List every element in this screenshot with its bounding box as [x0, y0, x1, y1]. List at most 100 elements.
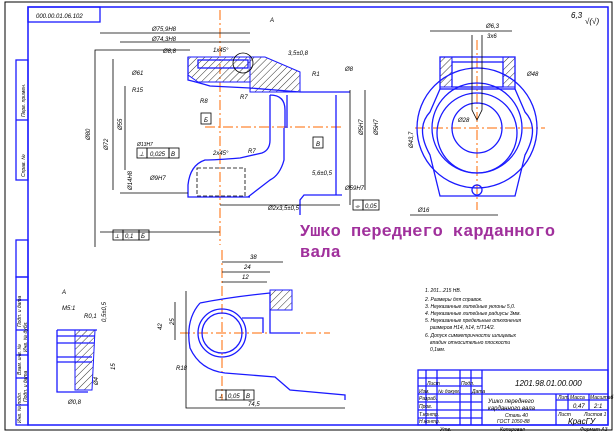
- dim-label: Ø74,3H8: [151, 37, 177, 43]
- dim-label: 12: [242, 275, 249, 281]
- svg-text:0,05: 0,05: [228, 394, 240, 400]
- detail-scale: М5:1: [62, 306, 75, 312]
- detail-letter: А: [61, 290, 66, 296]
- svg-text:⊥: ⊥: [218, 393, 223, 400]
- svg-text:⌯: ⌯: [355, 204, 361, 210]
- row-label: Дата: [471, 389, 485, 395]
- note: 4. Неуказанные литейные радиусы 3мм.: [425, 310, 521, 317]
- dim-label: Ø5Н7: [374, 119, 380, 136]
- row-label: Разраб.: [419, 396, 437, 402]
- strip-label: Перв. примен.: [21, 84, 27, 117]
- dim-label: 0,5±0,5: [102, 301, 108, 322]
- detail-view-a: А М5:1 R0,1 0,5±0,5 Ø4 15 Ø0,8: [56, 290, 117, 406]
- dim-label: Ø72: [104, 138, 110, 151]
- outer-border: [4, 1, 613, 431]
- dim-label: Ø8: [344, 67, 354, 73]
- dim-label: R0,1: [84, 314, 97, 320]
- note: 2. Размеры для справок.: [424, 297, 482, 303]
- designation: 1201.98.01.00.000: [515, 379, 582, 388]
- organization: КрасГУ: [568, 417, 596, 426]
- tolerance-frame: ⊥ 0,025 В: [136, 147, 180, 159]
- datum-b: Б: [204, 118, 208, 124]
- dim-label: Ø80: [86, 128, 92, 141]
- inner-frame: [27, 6, 609, 426]
- dim-label: Ø55: [118, 118, 124, 131]
- scale-header: Масштаб: [590, 395, 614, 401]
- svg-text:В: В: [246, 394, 250, 400]
- dim-label: Ø43,7: [409, 131, 415, 149]
- dim-label: R18: [176, 366, 188, 372]
- dim-label: Ø9H7: [149, 176, 166, 182]
- dim-label: Ø28: [457, 118, 470, 124]
- dim-label: 3,5±0,8: [288, 51, 309, 57]
- dim-label: Ø2x3,5±0,5: [267, 206, 300, 212]
- dim-label: R8: [200, 99, 208, 105]
- strip-label: Подп. и дата: [17, 295, 23, 327]
- dim-label: Ø5Н7: [359, 119, 365, 136]
- dim-label: Ø61: [131, 71, 143, 77]
- dim-label: R7: [240, 95, 248, 101]
- dim-label: Ø75,9H8: [151, 27, 177, 33]
- dim-label: Ø13H7: [136, 142, 153, 148]
- dim-label: Ø0,8: [67, 400, 82, 406]
- note: 6. Допуск симметричности шлицевых: [425, 333, 517, 339]
- title-block: 1201.98.01.00.000 Ушко переднего карданн…: [417, 369, 614, 433]
- dim-label: Ø48: [526, 72, 539, 78]
- dim-label: 1x45°: [213, 48, 229, 54]
- dim-label: 74,5: [248, 402, 260, 408]
- right-view: Ø6,3 3x6 Ø28 Ø48 Ø43,7 Ø16 6,3 √(√): [409, 11, 599, 216]
- dim-label: Ø6,3: [485, 24, 500, 30]
- strip-label: Взам. инв. №: [17, 343, 23, 375]
- dim-label: 5,6±0,5: [312, 171, 333, 177]
- dim-label: 15: [111, 363, 117, 370]
- dim-label: 3x6: [487, 34, 497, 40]
- dim-label: R7: [248, 149, 256, 155]
- roughness-symbol: √(√): [585, 17, 599, 26]
- view-letter: А: [269, 18, 274, 24]
- row-label: № докум.: [438, 389, 460, 395]
- note: 0,1мм.: [430, 347, 445, 353]
- side-strip: Инв. № подл. Подп. и дата Взам. инв. № И…: [15, 59, 29, 426]
- lit-header: Лит.: [557, 395, 570, 401]
- general-roughness: 6,3: [571, 11, 583, 20]
- dim-label: 38: [250, 255, 257, 261]
- rotated-code: 000.00.01.06.102: [36, 14, 83, 20]
- dim-label: R1: [312, 72, 320, 78]
- dim-label: Ø14Н8: [128, 170, 134, 191]
- dim-label: Ø4: [94, 376, 100, 386]
- material: Сталь 40: [505, 413, 528, 419]
- svg-text:⊥: ⊥: [139, 151, 144, 158]
- note: 3. Неуказанные литейные уклоны 5,0.: [425, 303, 515, 310]
- svg-text:0,05: 0,05: [365, 204, 377, 210]
- mass-value: 0,47: [573, 404, 585, 410]
- dim-label: 25: [170, 318, 176, 326]
- note: 5. Неуказанные предельные отклонения: [425, 318, 521, 324]
- strip-label: Справ. №: [21, 154, 27, 177]
- format-label: Формат А3: [580, 427, 608, 433]
- datum-v: В: [316, 142, 320, 148]
- rotated-code-box: 000.00.01.06.102: [27, 6, 101, 23]
- note: 1. 201...215 HB.: [425, 288, 461, 294]
- svg-text:Б: Б: [141, 234, 145, 240]
- part-name: Ушко переднего: [487, 399, 535, 405]
- note: размеров H14, h14, ±IT14/2.: [429, 325, 495, 331]
- dim-label: R15: [132, 88, 144, 94]
- row-label: Пров.: [419, 404, 432, 410]
- overlay-title: Ушко переднего карданного вала: [300, 223, 556, 263]
- dim-label: 24: [243, 265, 251, 271]
- svg-text:0,025: 0,025: [150, 152, 166, 158]
- scale-value: 2:1: [593, 404, 602, 410]
- tolerance-frame: ⌯ 0,05: [352, 199, 380, 211]
- row-label: Утв.: [440, 427, 451, 433]
- note: впадин относительно плоскости: [430, 340, 510, 346]
- svg-text:В: В: [171, 152, 175, 158]
- main-section-view: Ø75,9H8 Ø74,3H8 Ø8,8 1x45° А 3,5±0,8 R8 …: [86, 10, 380, 247]
- sheets-label: Листов 1: [583, 412, 607, 418]
- row-label: Н.контр.: [419, 419, 440, 425]
- copied-label: Копировал: [500, 427, 525, 433]
- row-label: Изм.: [419, 389, 430, 395]
- strip-label: Инв. № подл.: [17, 392, 23, 423]
